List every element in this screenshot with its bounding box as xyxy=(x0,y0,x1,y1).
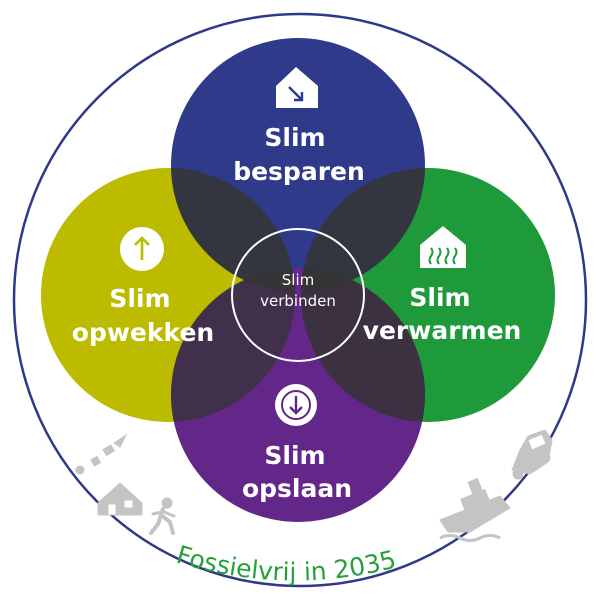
verwarmen-label-line1: Slim xyxy=(409,283,470,312)
car-icon xyxy=(511,429,553,480)
overlap-opslaan-verwarmen xyxy=(301,268,425,422)
overlap-besparen-opwekken xyxy=(171,168,295,292)
opslaan-label-line1: Slim xyxy=(264,441,325,470)
overlap-besparen-verwarmen xyxy=(301,168,425,292)
house-arrow-down-icon xyxy=(276,67,318,108)
house-heat-icon xyxy=(420,226,466,268)
rocket-trail-icon xyxy=(75,433,128,475)
opslaan-label-line2: opslaan xyxy=(242,474,352,503)
verwarmen-label-line2: verwarmen xyxy=(363,316,522,345)
arrow-up-circle-icon xyxy=(120,227,164,271)
center-label-line1: Slim xyxy=(282,271,314,289)
besparen-label-line1: Slim xyxy=(264,123,325,152)
house-icon xyxy=(97,482,143,516)
center-circle xyxy=(231,228,365,362)
opwekken-label-line1: Slim xyxy=(109,284,170,313)
tagline: Fossielvrij in 2035 xyxy=(173,540,399,587)
opwekken-label-line2: opwekken xyxy=(72,318,214,347)
ship-icon xyxy=(439,477,511,542)
running-person-icon xyxy=(149,497,176,535)
center-label-line2: verbinden xyxy=(260,292,336,310)
arrow-down-circle-icon xyxy=(275,384,317,426)
besparen-label-line2: besparen xyxy=(233,157,365,186)
outer-ring xyxy=(12,12,588,588)
overlap-opslaan-opwekken xyxy=(171,268,295,422)
